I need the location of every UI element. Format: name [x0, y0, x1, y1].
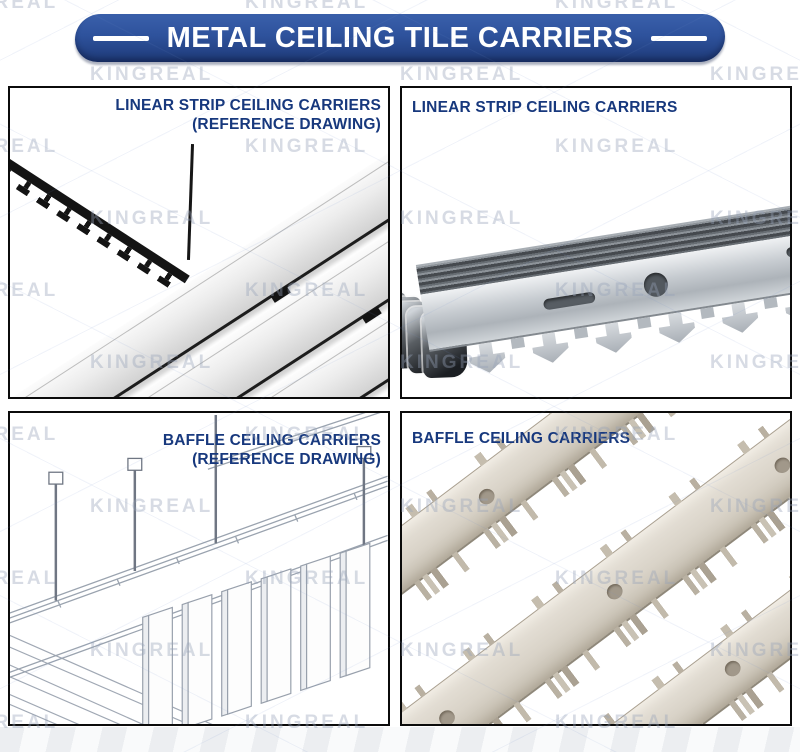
banner-dash-left-icon: [92, 35, 149, 41]
baffle-panels: [142, 542, 371, 724]
panel-baffle-drawing: BAFFLE CEILING CARRIERS (REFERENCE DRAWI…: [8, 411, 390, 726]
panel-title: LINEAR STRIP CEILING CARRIERS: [412, 98, 678, 117]
page-title: METAL CEILING TILE CARRIERS: [166, 21, 634, 54]
hanger-rods: [54, 414, 366, 601]
baffle-carrier-photo: [402, 413, 790, 724]
panel-title-line1: BAFFLE CEILING CARRIERS: [412, 430, 631, 447]
panel-linear-strip-photo: LINEAR STRIP CEILING CARRIERS: [400, 86, 792, 399]
panel-title: LINEAR STRIP CEILING CARRIERS (REFERENCE…: [115, 96, 381, 135]
panel-baffle-photo: BAFFLE CEILING CARRIERS: [400, 411, 792, 726]
panel-title: BAFFLE CEILING CARRIERS: [412, 429, 630, 448]
carrier-profile-graphic: [402, 195, 790, 397]
panel-title-line2: (REFERENCE DRAWING): [192, 116, 381, 134]
hanger-rod-graphic: [186, 143, 195, 261]
header-banner: METAL CEILING TILE CARRIERS: [75, 14, 725, 62]
panel-title: BAFFLE CEILING CARRIERS (REFERENCE DRAWI…: [163, 431, 381, 470]
panel-title-line1: BAFFLE CEILING CARRIERS: [162, 432, 381, 449]
slot-cutout: [785, 240, 790, 258]
panel-title-line1: LINEAR STRIP CEILING CARRIERS: [115, 97, 381, 114]
round-hole: [642, 270, 670, 299]
panel-title-line1: LINEAR STRIP CEILING CARRIERS: [412, 99, 678, 116]
linear-carrier-photo: [402, 88, 790, 397]
toothed-carrier-bar-graphic: [10, 133, 190, 284]
panel-title-line2: (REFERENCE DRAWING): [192, 451, 381, 469]
hanger-hooks: [48, 445, 372, 485]
baffle-drawing-illustration: [10, 413, 388, 724]
banner-dash-right-icon: [651, 35, 708, 41]
panel-linear-strip-drawing: LINEAR STRIP CEILING CARRIERS (REFERENCE…: [8, 86, 390, 399]
background-texture: [0, 727, 800, 752]
slot-cutout: [542, 291, 596, 311]
